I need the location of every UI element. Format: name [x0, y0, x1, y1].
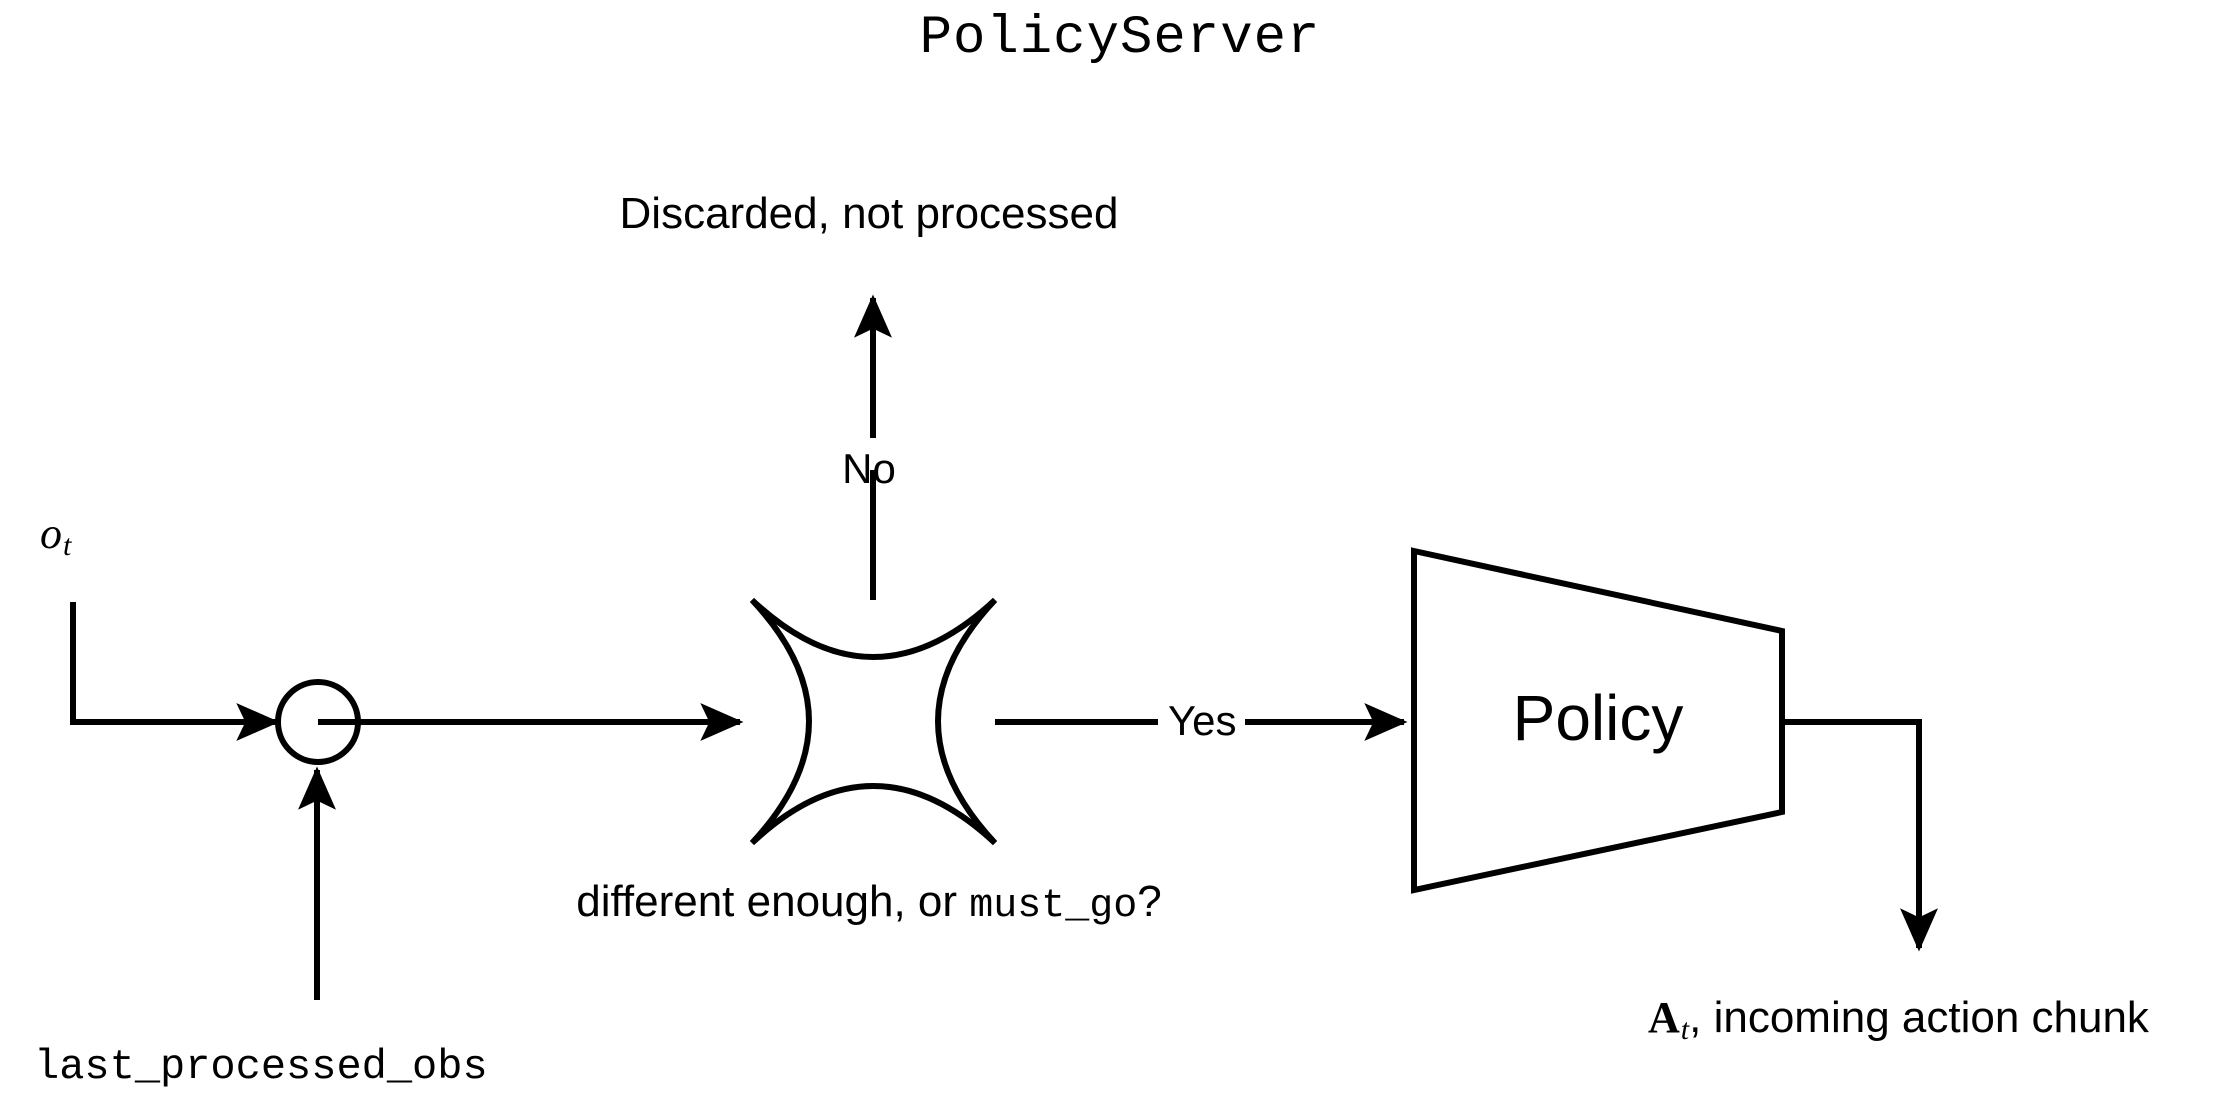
page-title: PolicyServer [919, 8, 1321, 69]
edge-label-no: No [842, 445, 896, 492]
edge-policy-to-action-chunk [1782, 719, 1939, 952]
action-subscript: t [1680, 1012, 1690, 1046]
action-chunk-label: At, incoming action chunk [1648, 996, 2149, 1045]
decision-node-shape [749, 597, 998, 846]
policy-node-label: Policy [1512, 682, 1684, 754]
policy-node-shape [1411, 547, 1785, 894]
action-chunk-text: , incoming action chunk [1689, 993, 2149, 1042]
edge-label-yes: Yes [1160, 700, 1245, 742]
observation-label: ot [40, 512, 71, 561]
decision-caption-prefix: different enough, or [576, 877, 970, 926]
observation-symbol: o [40, 509, 62, 558]
last-processed-obs-label: last_processed_obs [34, 1043, 488, 1091]
decision-caption: different enough, or must_go? [0, 880, 1738, 927]
edge-observation-to-merge [70, 602, 280, 742]
action-symbol: A [1648, 993, 1680, 1042]
discarded-label: Discarded, not processed [619, 189, 1119, 238]
decision-caption-suffix: ? [1137, 877, 1162, 926]
observation-subscript: t [63, 528, 72, 562]
decision-caption-code: must_go [969, 884, 1138, 929]
